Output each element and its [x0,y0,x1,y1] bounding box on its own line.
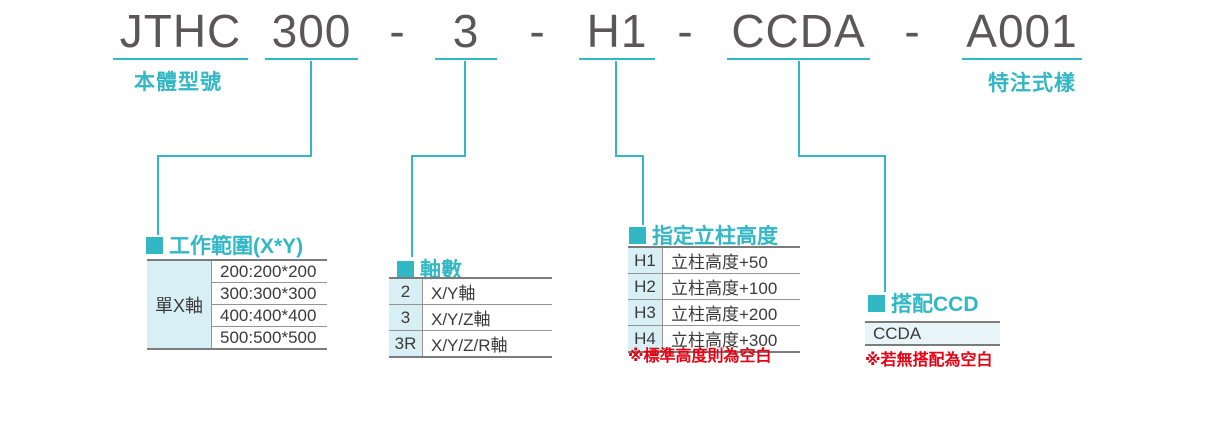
axis-count-code: 2 [389,278,423,305]
connector-work-range-h [157,155,312,157]
table-row: H1 立柱高度+50 [628,247,800,274]
work-range-table: 單X軸 200:200*200 300:300*300 400:400*400 … [147,259,327,350]
connector-axis-count-v1 [464,61,466,157]
column-height-desc: 立柱高度+50 [662,247,800,274]
work-range-value: 200:200*200 [211,260,327,283]
table-row: 500:500*500 [147,327,327,350]
code-dash-4: - [904,5,920,57]
column-height-table: H1 立柱高度+50 H2 立柱高度+100 H3 立柱高度+200 H4 立柱… [628,246,800,353]
code-dash-1: - [389,5,405,57]
table-row: H2 立柱高度+100 [628,273,800,300]
column-height-code: H2 [628,273,663,300]
table-row: 400:400*400 [147,304,327,327]
work-range-value: 400:400*400 [211,304,327,327]
ccd-title: 搭配CCD [868,288,979,318]
code-segment-work-range: 300 [265,6,358,60]
table-row: H4 立柱高度+300 [628,325,800,352]
table-row: H3 立柱高度+200 [628,299,800,326]
table-row: 3 X/Y/Z軸 [389,304,552,331]
column-height-desc: 立柱高度+300 [671,331,778,350]
ccd-note: ※若無搭配為空白 [865,352,993,369]
code-segment-ccd: CCDA [727,6,870,60]
special-spec-label: 特注式樣 [988,72,1076,95]
column-height-code: H1 [628,247,663,274]
connector-column-height-h [615,155,644,157]
axis-count-desc: X/Y軸 [422,278,552,305]
column-height-desc: 立柱高度+100 [662,273,800,300]
column-height-code: H4 [628,325,663,352]
table-row: CCDA [865,322,1000,345]
table-row: 2 X/Y軸 [389,278,552,305]
connector-column-height-v1 [615,61,617,157]
axis-count-title: 軸數 [397,254,462,284]
code-segment-special: A001 [962,6,1082,60]
work-range-title-text: 工作範圍(X*Y) [169,235,304,258]
axis-count-code: 3 [389,304,423,331]
code-dash-3: - [677,5,693,57]
column-height-desc: 立柱高度+200 [662,299,800,326]
connector-ccd-h [798,155,886,157]
connector-work-range-v2 [157,155,159,235]
axis-count-desc: X/Y/Z/R軸 [431,336,508,355]
code-segment-axis-count: 3 [435,6,497,60]
connector-ccd-v2 [884,155,886,292]
square-bullet-icon [397,260,414,278]
axis-count-title-text: 軸數 [420,259,462,282]
work-range-row-header: 單X軸 [147,260,212,350]
axis-count-desc: X/Y/Z軸 [422,304,552,331]
square-bullet-icon [629,226,646,244]
table-row: 3R X/Y/Z/R軸 [389,330,552,357]
connector-axis-count-v2 [411,155,413,257]
ccd-value: CCDA [865,322,1000,345]
work-range-title: 工作範圍(X*Y) [146,230,303,260]
axis-count-table: 2 X/Y軸 3 X/Y/Z軸 3R X/Y/Z/R軸 [389,277,552,358]
ccd-title-text: 搭配CCD [891,293,979,316]
body-model-label: 本體型號 [134,71,222,94]
work-range-value: 300:300*300 [211,282,327,305]
connector-column-height-v2 [642,155,644,225]
ccd-table: CCDA [865,321,1000,346]
square-bullet-icon [868,294,885,312]
connector-ccd-v1 [798,61,800,157]
code-segment-column-height: H1 [579,6,655,60]
connector-axis-count-h [411,155,466,157]
code-segment-body: JTHC [113,6,248,60]
table-row: 單X軸 200:200*200 [147,260,327,350]
square-bullet-icon [146,236,163,254]
code-dash-2: - [529,5,545,57]
work-range-value: 500:500*500 [220,327,317,347]
column-height-note: ※標準高度則為空白 [628,348,772,365]
column-height-title: 指定立柱高度 [629,220,778,250]
column-height-code: H3 [628,299,663,326]
table-row: 300:300*300 [147,282,327,305]
connector-work-range-v1 [310,61,312,157]
column-height-title-text: 指定立柱高度 [652,225,778,248]
axis-count-code: 3R [389,330,423,357]
